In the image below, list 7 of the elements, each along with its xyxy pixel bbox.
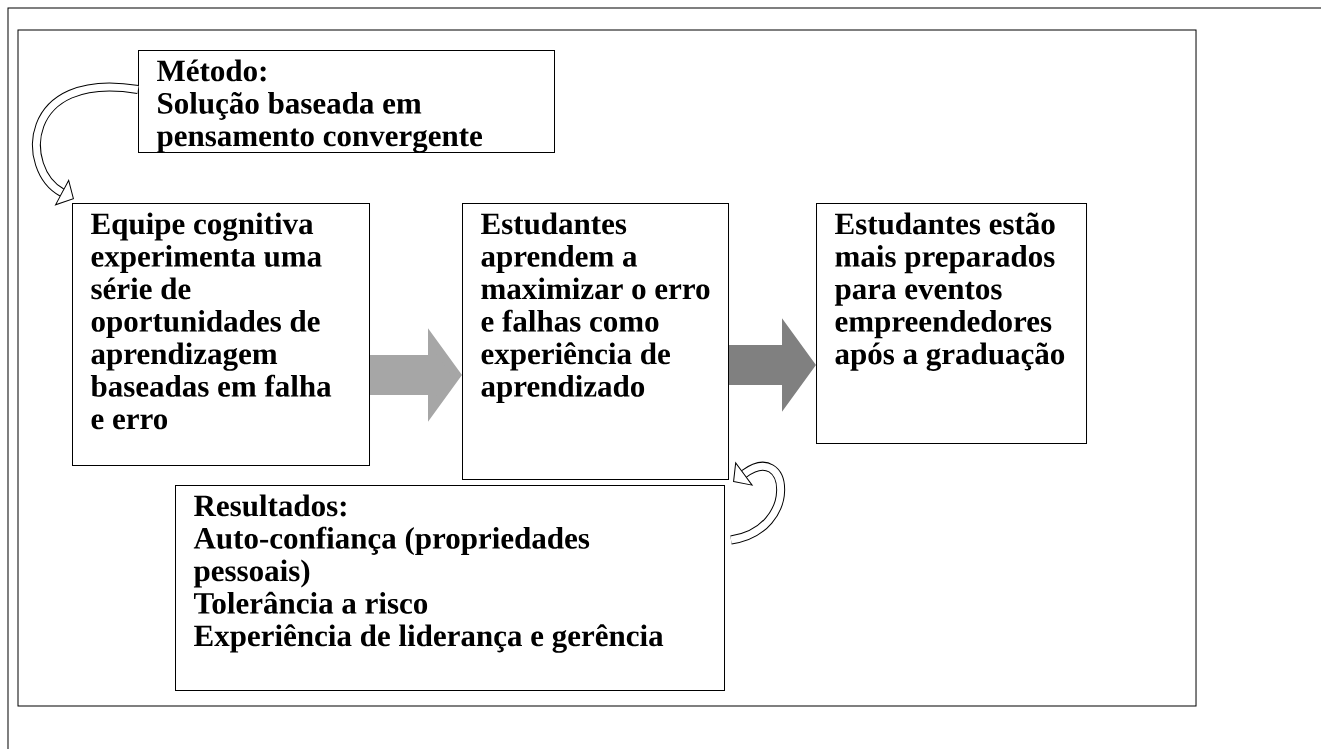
text-box: Equipe cognitiva experimenta uma série de oportunidades de aprendizagem baseadas em falha e erro [72, 203, 370, 466]
text-box: Método: Solução baseada em pensamento convergente [138, 50, 555, 153]
text-box: Estudantes aprendem a maximizar o erro e falhas como experiência de aprendizado [462, 203, 729, 480]
curved-arrow [32, 82, 139, 206]
text-box: Resultados: Auto-confiança (propriedades pessoais) Tolerância a risco Experiência de liderança e gerência [175, 485, 725, 691]
text-box: Estudantes estão mais preparados para eventos empreendedores após a graduação [816, 203, 1087, 444]
curved-arrow [729, 462, 786, 545]
